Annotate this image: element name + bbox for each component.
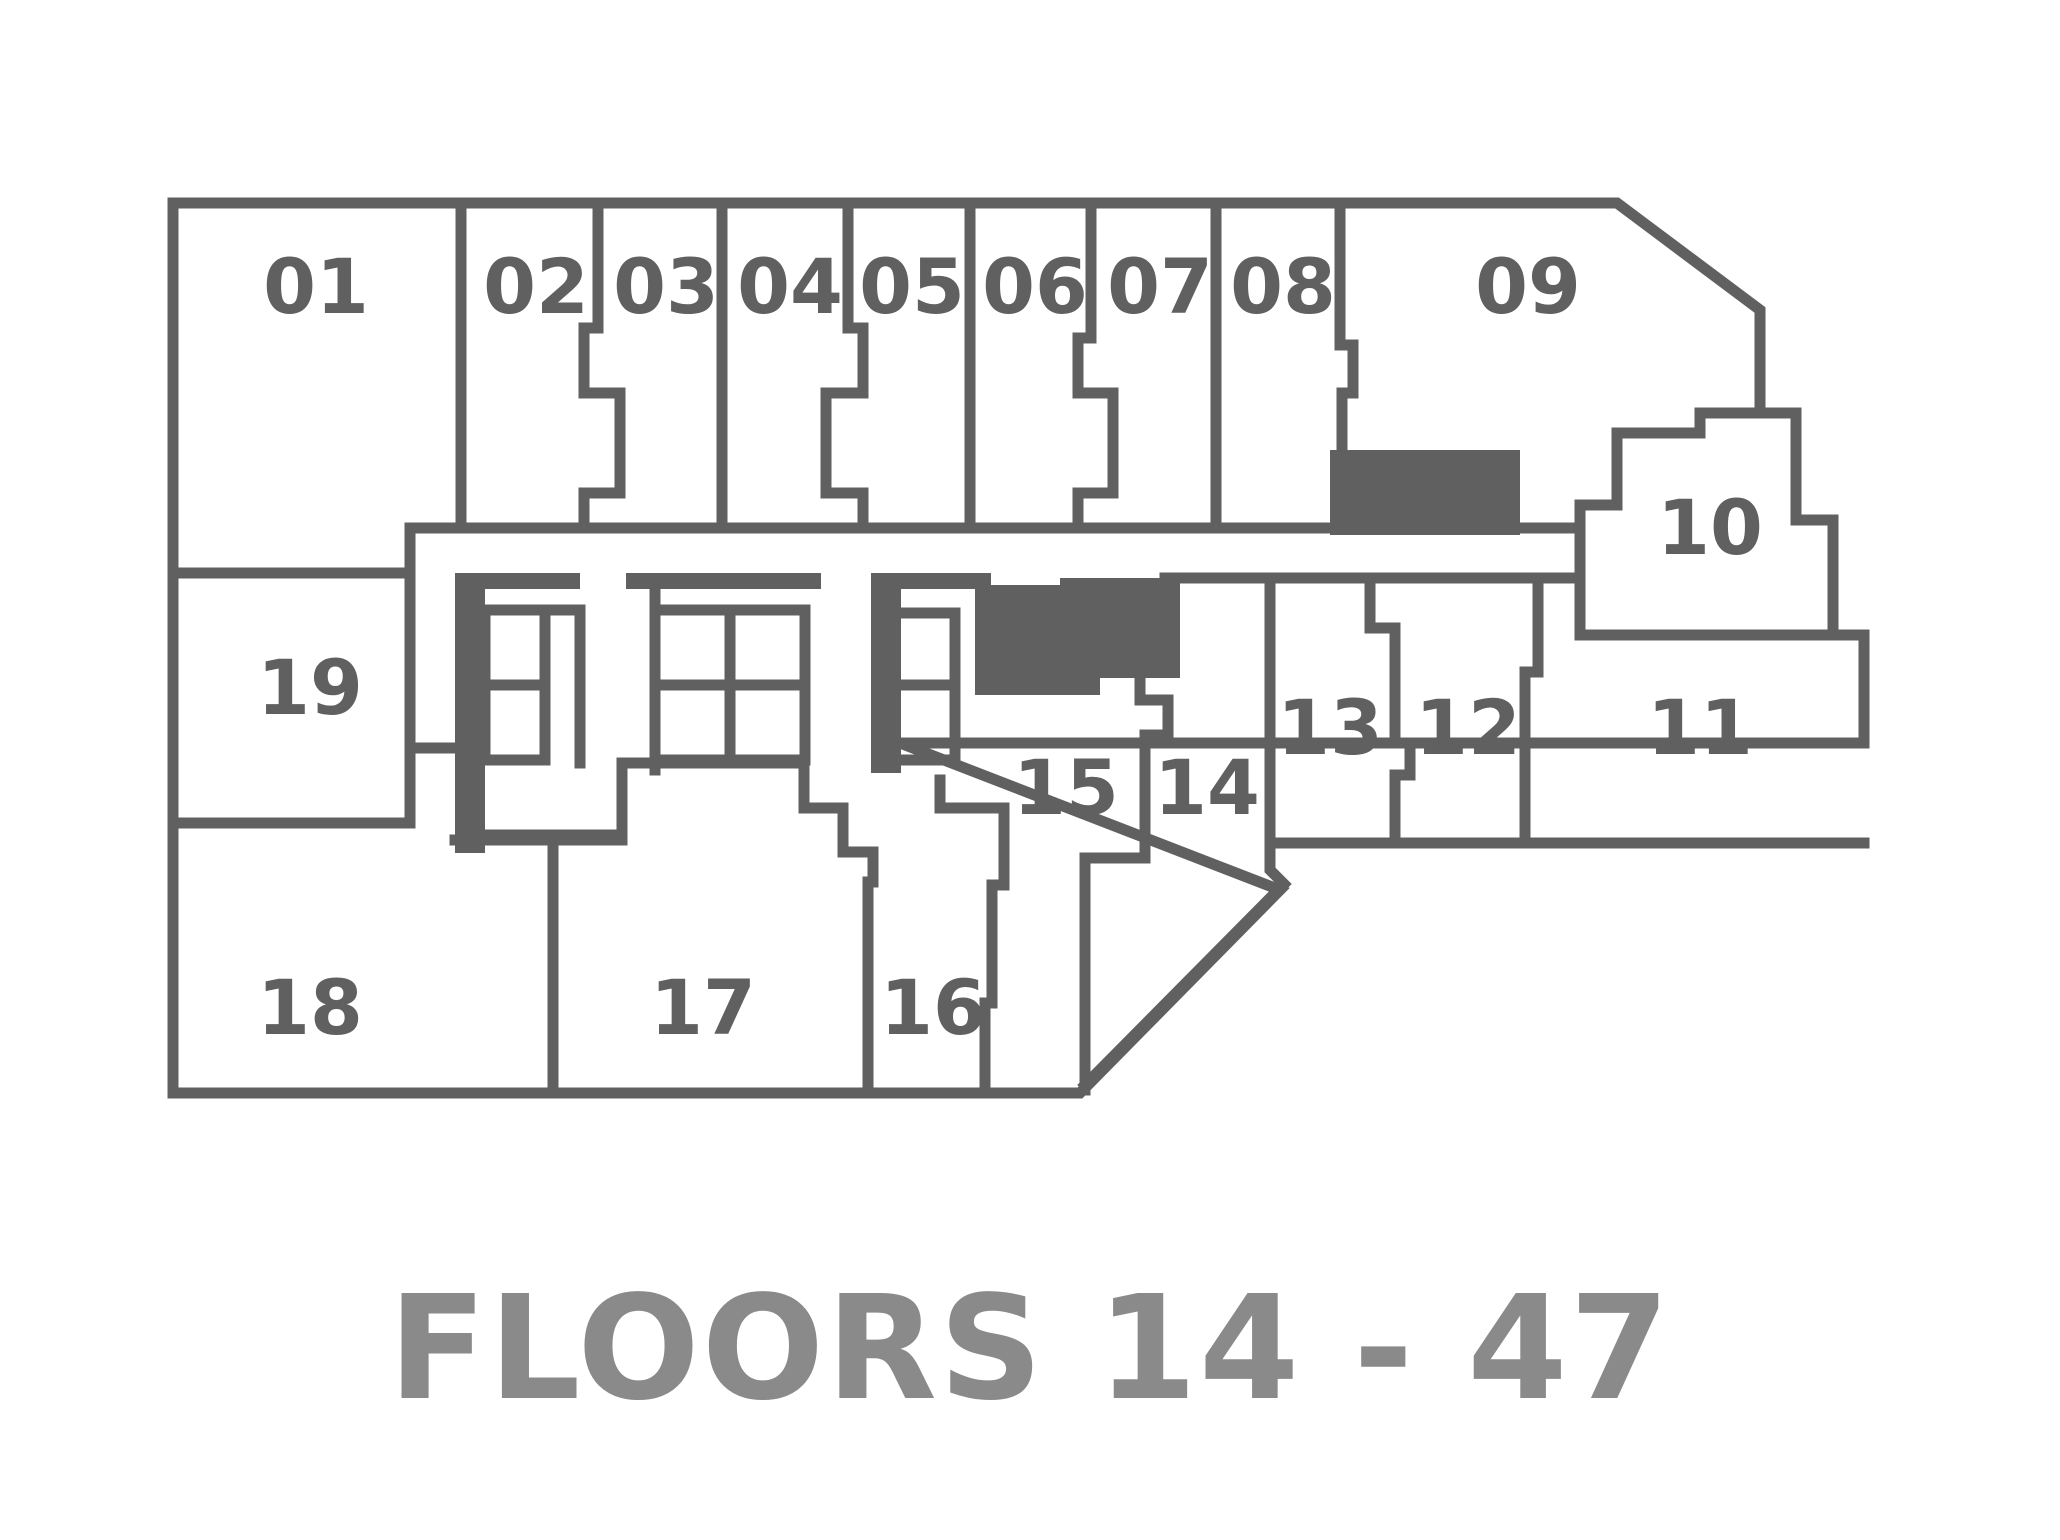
core-top-right <box>1330 450 1520 535</box>
unit-label-16: 16 <box>880 963 986 1052</box>
corridor-left-wall <box>404 522 461 754</box>
unit-10-outline <box>1574 407 1839 641</box>
elevator-cells-mid <box>649 584 811 776</box>
wall-08-09 <box>1334 197 1359 456</box>
unit-label-01: 01 <box>263 242 369 331</box>
wall-19-18 <box>167 742 416 829</box>
unit-label-18: 18 <box>257 963 363 1052</box>
wall-11-12 <box>1519 572 1544 849</box>
wall-14-angle <box>1077 837 1292 1093</box>
unit-label-14: 14 <box>1154 743 1260 832</box>
core-mechanical-2 <box>1060 578 1180 678</box>
wall-02-03 <box>578 197 626 534</box>
unit-label-03: 03 <box>613 242 719 331</box>
wall-15-16 <box>934 774 1010 1099</box>
unit-label-12: 12 <box>1415 683 1521 772</box>
unit-label-15: 15 <box>1013 743 1119 832</box>
wall-04-05 <box>820 197 869 534</box>
unit-label-04: 04 <box>737 242 843 331</box>
unit-label-10: 10 <box>1657 483 1763 572</box>
unit-label-11: 11 <box>1647 683 1753 772</box>
unit-label-05: 05 <box>859 242 965 331</box>
elevator-cells-right <box>889 607 961 766</box>
unit-label-17: 17 <box>650 963 756 1052</box>
core-block-mid <box>626 573 821 589</box>
unit-label-08: 08 <box>1230 242 1336 331</box>
wall-06-07 <box>1072 197 1119 534</box>
unit-label-13: 13 <box>1277 683 1383 772</box>
unit-label-02: 02 <box>483 242 589 331</box>
wall-16-17 <box>798 802 879 1099</box>
wall-12-13 <box>1364 572 1416 849</box>
unit-label-19: 19 <box>257 643 363 732</box>
core-block-left <box>455 573 580 589</box>
floors-title: FLOORS 14 - 47 <box>388 1264 1672 1432</box>
unit-label-06: 06 <box>982 242 1088 331</box>
unit-label-07: 07 <box>1107 242 1213 331</box>
unit-label-09: 09 <box>1475 242 1581 331</box>
elevator-cells-left <box>479 604 628 841</box>
wall-17-top <box>449 757 810 846</box>
